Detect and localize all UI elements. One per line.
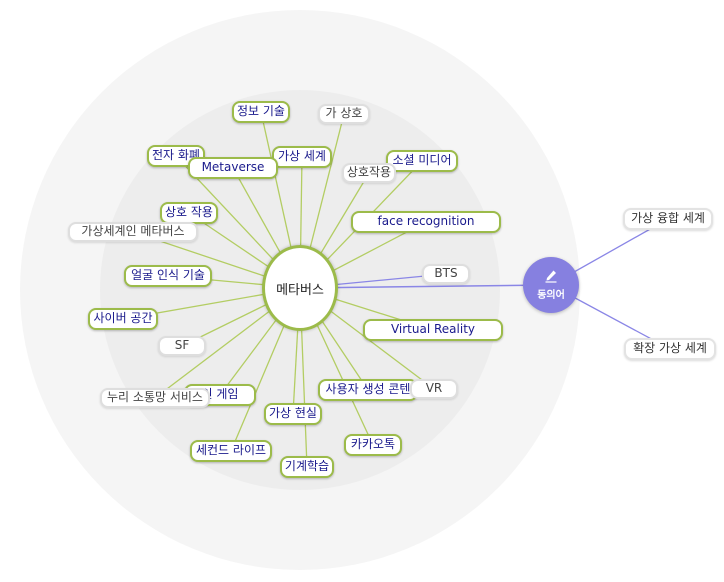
node-second-life[interactable]: 세컨드 라이프 <box>190 440 272 462</box>
pen-icon <box>545 270 557 283</box>
node-cyber-space[interactable]: 사이버 공간 <box>88 308 158 330</box>
node-sns[interactable]: 누리 소통망 서비스 <box>100 388 210 408</box>
node-machine-learning[interactable]: 기계학습 <box>280 456 334 478</box>
synonym-link-line <box>299 284 552 289</box>
node-interaction-2[interactable]: 상호 작용 <box>160 202 218 224</box>
node-bts[interactable]: BTS <box>422 264 470 284</box>
center-node[interactable]: 메타버스 <box>262 245 338 331</box>
node-kakaotalk[interactable]: 카카오톡 <box>344 434 402 456</box>
synonym-hub[interactable]: 동의어 <box>523 257 579 313</box>
node-vr[interactable]: VR <box>410 379 458 399</box>
node-virtual-reality[interactable]: 가상 현실 <box>264 403 322 425</box>
node-ugc[interactable]: 사용자 생성 콘텐 <box>318 379 418 401</box>
node-ga-sangho[interactable]: 가 상호 <box>318 104 370 124</box>
node-interaction-1[interactable]: 상호작용 <box>342 163 396 183</box>
node-virtual-reality-en[interactable]: Virtual Reality <box>363 319 503 341</box>
synonym-node-2[interactable]: 확장 가상 세계 <box>624 338 716 360</box>
center-node-label: 메타버스 <box>276 282 324 298</box>
node-face-recognition[interactable]: face recognition <box>351 211 501 233</box>
node-virtual-world[interactable]: 가상 세계 <box>272 146 332 168</box>
synonym-hub-label: 동의어 <box>537 290 565 301</box>
node-social-media[interactable]: 소셜 미디어 <box>386 150 458 172</box>
node-virtual-world-metaverse[interactable]: 가상세계인 메타버스 <box>68 222 198 242</box>
node-metaverse-en[interactable]: Metaverse <box>188 157 278 179</box>
node-face-recognition-tech[interactable]: 얼굴 인식 기술 <box>124 265 212 287</box>
node-info-tech[interactable]: 정보 기술 <box>232 101 290 123</box>
node-sf[interactable]: SF <box>158 336 206 356</box>
synonym-node-1[interactable]: 가상 융합 세계 <box>623 208 713 230</box>
